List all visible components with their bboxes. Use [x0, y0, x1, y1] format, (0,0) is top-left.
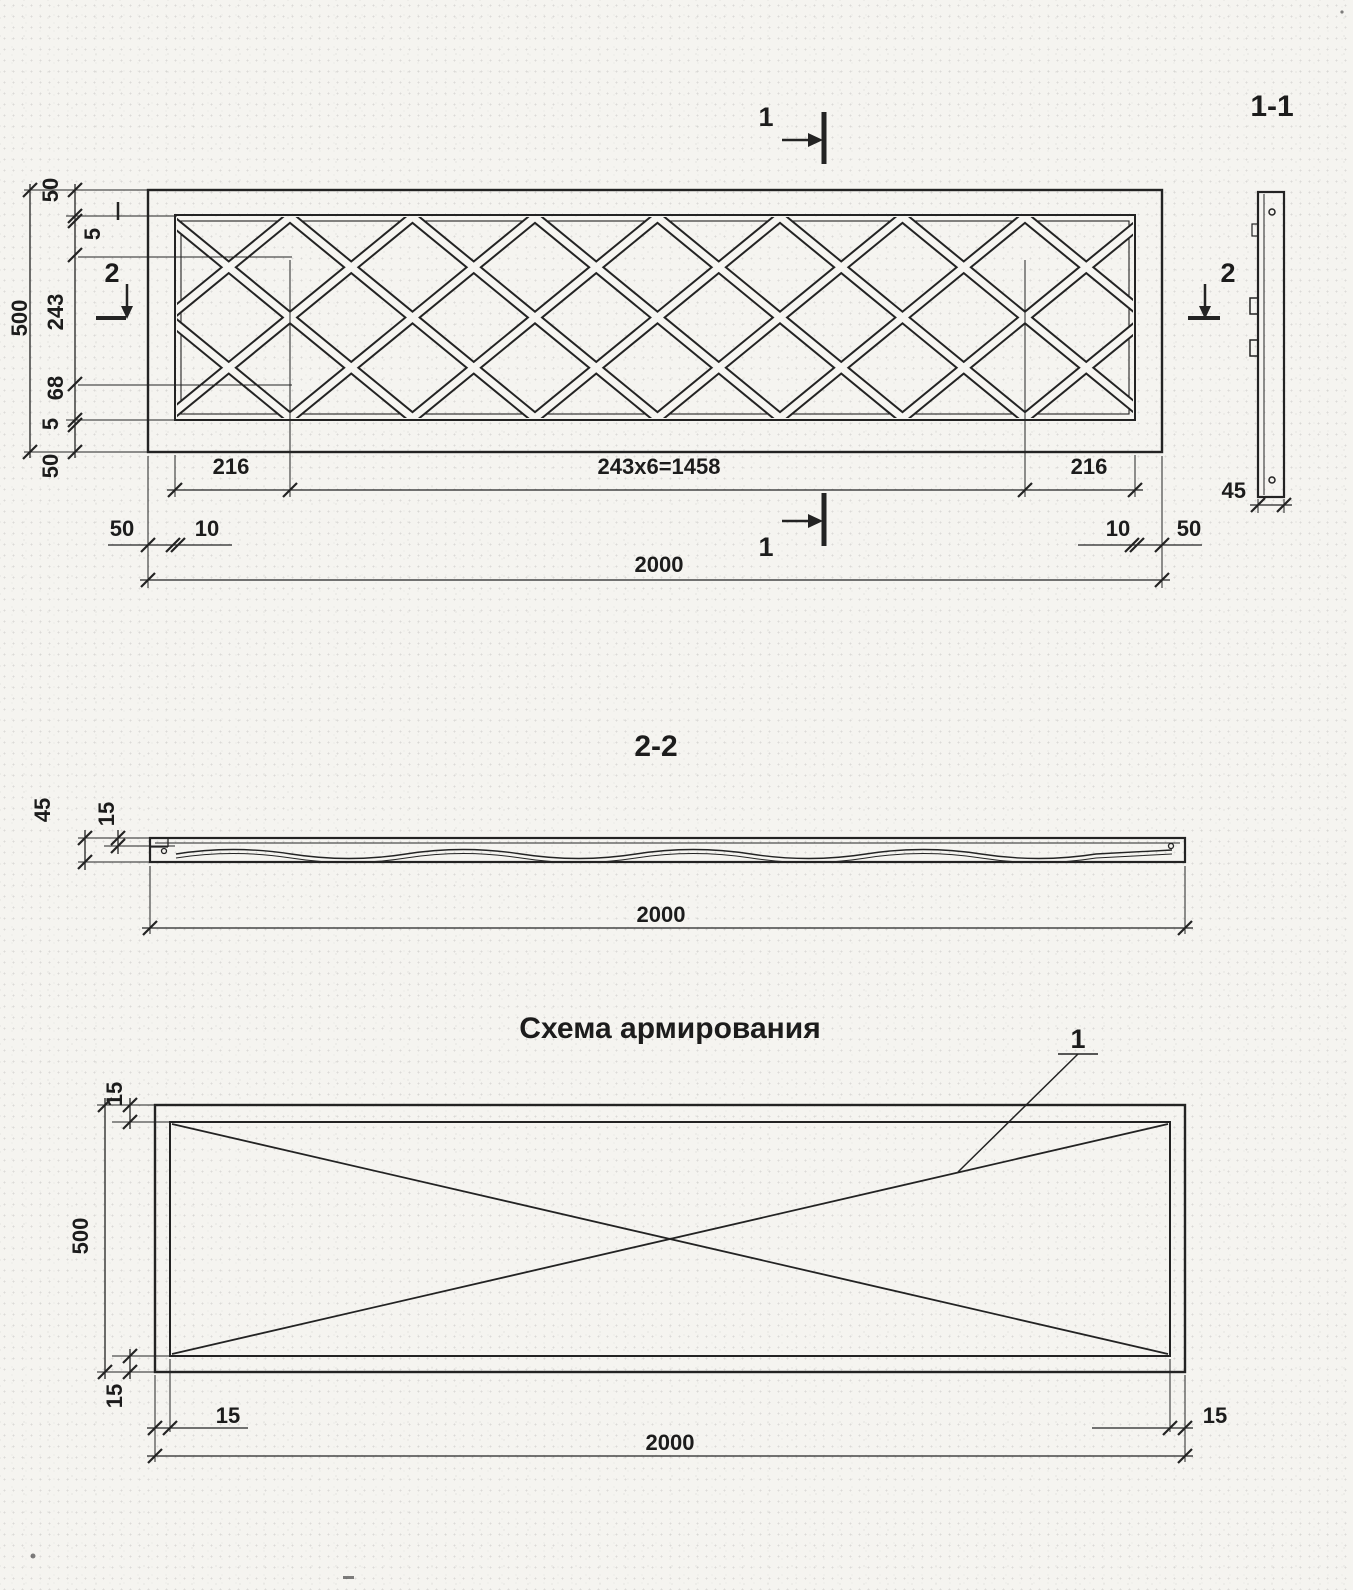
dim-243x6: 243x6=1458: [598, 454, 721, 479]
section-1-label: 1: [758, 102, 773, 132]
anchor-hole-right: [1167, 842, 1175, 850]
dim-15-bottom: 15: [102, 1384, 127, 1408]
dim-5-bottom: 5: [38, 418, 63, 430]
anchor-hole-left: [160, 847, 168, 855]
ink-speck: [1340, 10, 1344, 14]
section-1-label: 1: [758, 532, 773, 562]
dim-50-bottom-left: 50: [110, 516, 134, 541]
dim-45-section: 45: [1222, 478, 1246, 503]
rebar-item-label: 1: [1070, 1024, 1085, 1054]
arrow-down-icon: [1199, 306, 1211, 319]
anchor-hole-bottom: [1268, 476, 1276, 484]
scheme-title: Схема армирования: [519, 1012, 820, 1045]
dim-15-top: 15: [102, 1082, 127, 1106]
rebar-diagonal: [171, 1123, 1169, 1355]
scheme-outline: [153, 1103, 1187, 1374]
dim-500-scheme: 500: [68, 1218, 93, 1255]
section-2-label: 2: [104, 258, 119, 288]
section-2-2-view: 2-2 45 15 2000: [30, 730, 1187, 927]
lattice-cut-notch: [1251, 223, 1259, 237]
reinforcement-scheme: Схема армирования 1 15 500 15 15 15 2000: [68, 1012, 1227, 1455]
ink-speck: [30, 1553, 36, 1559]
dim-243: 243: [43, 294, 68, 331]
ink-speck: [343, 1576, 354, 1579]
dim-2000-section: 2000: [637, 902, 686, 927]
lattice-cut-notch: [1249, 297, 1259, 315]
dimension-lines: [22, 182, 1292, 1464]
panel-outline: [146, 188, 1164, 454]
panel-frame: [174, 214, 1136, 421]
section-strip: [1256, 190, 1286, 499]
dim-50-bottom-right: 50: [1177, 516, 1201, 541]
dim-500: 500: [7, 300, 32, 337]
dim-15-bottom-left: 15: [216, 1403, 240, 1428]
arrow-right-icon: [808, 133, 823, 147]
dim-5-top: 5: [80, 228, 105, 240]
dim-45-thickness: 45: [30, 798, 55, 822]
lattice-profile-wave: [175, 853, 1173, 863]
section-2-label: 2: [1220, 258, 1235, 288]
section-marker-2-left: 2: [96, 202, 133, 320]
dim-15-bottom-right: 15: [1203, 1403, 1227, 1428]
plan-view: 1 1 2 2: [7, 102, 1236, 577]
lattice-cut-notch: [1249, 339, 1259, 357]
section-marker-1-bottom: 1: [758, 493, 827, 562]
anchor-hole-top: [1268, 208, 1276, 216]
arrow-down-icon: [121, 306, 133, 319]
dim-2000-scheme: 2000: [646, 1430, 695, 1455]
leader-line: [957, 1053, 1079, 1173]
dim-15-plate: 15: [94, 802, 119, 826]
rebar-frame: [169, 1121, 1171, 1357]
scan-artifacts: [30, 10, 1344, 1579]
dim-10-bottom-right: 10: [1106, 516, 1130, 541]
dim-10-bottom-left: 10: [195, 516, 219, 541]
view-title-1-1: 1-1: [1250, 90, 1293, 123]
section-1-1-view: 1-1 45: [1222, 90, 1294, 503]
dim-216-left: 216: [213, 454, 250, 479]
dim-2000-plan: 2000: [635, 552, 684, 577]
section-slab: [148, 836, 1187, 864]
dim-216-right: 216: [1071, 454, 1108, 479]
arrow-right-icon: [808, 514, 823, 528]
dim-68: 68: [43, 376, 68, 400]
lattice-profile-wave: [175, 848, 1173, 860]
view-title-2-2: 2-2: [634, 730, 677, 763]
dim-50-bottom: 50: [38, 454, 63, 478]
section-marker-1-top: 1: [758, 102, 827, 164]
section-marker-2-right: 2: [1188, 258, 1236, 320]
